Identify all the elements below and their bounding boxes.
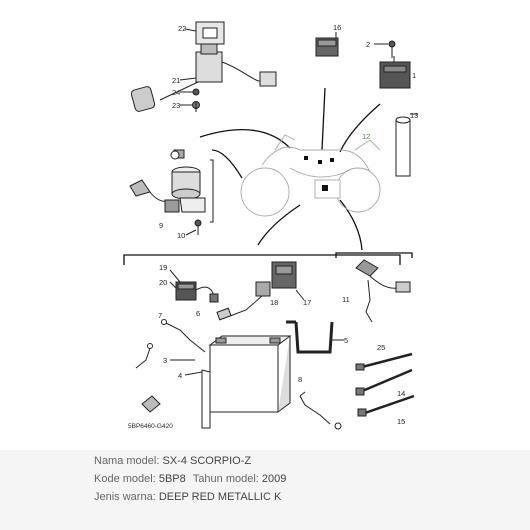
model-name-label: Nama model: <box>94 455 160 467</box>
part-4-breather-pipe <box>201 369 211 429</box>
part-14-cable-tie <box>355 368 413 396</box>
part-19-20-flasher <box>169 269 219 303</box>
part-22-gasket <box>184 21 225 45</box>
callout-22: 22 <box>178 24 186 33</box>
part-2-bolt <box>374 40 396 58</box>
model-name-value: SX-4 SCORPIO-Z <box>162 455 252 467</box>
part-10-bolt <box>185 219 202 236</box>
color-value: DEEP RED METALLIC K <box>158 491 282 503</box>
diagram-code: 5BP6460-G420 <box>128 423 173 430</box>
callout-25: 25 <box>377 343 385 352</box>
callout-18: 18 <box>270 298 278 307</box>
pointer-lines-3-4 <box>170 359 203 376</box>
callout-9: 9 <box>159 221 163 230</box>
model-code-label: Kode model: <box>94 473 156 485</box>
part-small-rubber <box>141 395 161 413</box>
callout-12: 12 <box>362 132 370 141</box>
callout-2: 2 <box>366 40 370 49</box>
part-7-lead <box>161 319 206 353</box>
callout-14: 14 <box>397 389 405 398</box>
model-info-panel: Nama model: SX-4 SCORPIO-Z Kode model: 5… <box>0 450 530 530</box>
callout-21: 21 <box>172 76 180 85</box>
part-13-tube <box>395 113 418 177</box>
callout-10: 10 <box>177 231 185 240</box>
callout-7: 7 <box>158 311 162 320</box>
model-year-label: Tahun model: <box>192 473 259 485</box>
parts-diagram: 22 21 24 23 16 2 1 13 12 9 10 19 20 18 1… <box>123 21 418 430</box>
callout-11: 11 <box>342 295 350 304</box>
part-23-screw <box>180 101 200 112</box>
callout-15: 15 <box>397 417 405 426</box>
model-name-row: Nama model: SX-4 SCORPIO-Z <box>94 455 251 467</box>
part-25-cable-tie <box>355 352 413 371</box>
part-11-switch <box>355 259 411 323</box>
model-code-row: Kode model: 5BP8 Tahun model: 2009 <box>94 473 286 485</box>
callout-labels: 22 21 24 23 16 2 1 13 12 9 10 19 20 18 1… <box>128 23 418 430</box>
callout-24: 24 <box>172 88 180 97</box>
part-18-lead <box>216 281 271 321</box>
part-16-relay <box>315 32 339 57</box>
callout-8: 8 <box>298 375 302 384</box>
callout-6: 6 <box>196 309 200 318</box>
callout-1: 1 <box>412 71 416 80</box>
part-5-band <box>286 320 344 354</box>
part-15-cable-tie <box>357 394 415 417</box>
callout-4: 4 <box>178 371 182 380</box>
pointer-lines <box>199 87 381 251</box>
part-3-battery <box>208 335 292 413</box>
callout-5: 5 <box>344 336 348 345</box>
callout-20: 20 <box>159 278 167 287</box>
callout-16: 16 <box>333 23 341 32</box>
part-17-starter-relay <box>271 261 305 301</box>
model-code-value: 5BP8 <box>158 473 186 485</box>
part-21-fuel-sender <box>130 43 277 112</box>
part-1-rectifier <box>379 56 411 89</box>
callout-23: 23 <box>172 101 180 110</box>
callout-17: 17 <box>303 298 311 307</box>
model-year-value: 2009 <box>261 473 287 485</box>
callout-3: 3 <box>163 356 167 365</box>
motorcycle-outline <box>240 134 381 217</box>
part-6-lead <box>135 343 153 369</box>
part-24-clip <box>180 88 200 96</box>
motorcycle-marker-square <box>304 156 334 191</box>
callout-19: 19 <box>159 263 167 272</box>
color-row: Jenis warna: DEEP RED METALLIC K <box>94 491 281 503</box>
color-label: Jenis warna: <box>94 491 156 503</box>
part-main-switch <box>129 149 206 213</box>
callout-13: 13 <box>410 111 418 120</box>
part-8-wire <box>299 391 342 430</box>
